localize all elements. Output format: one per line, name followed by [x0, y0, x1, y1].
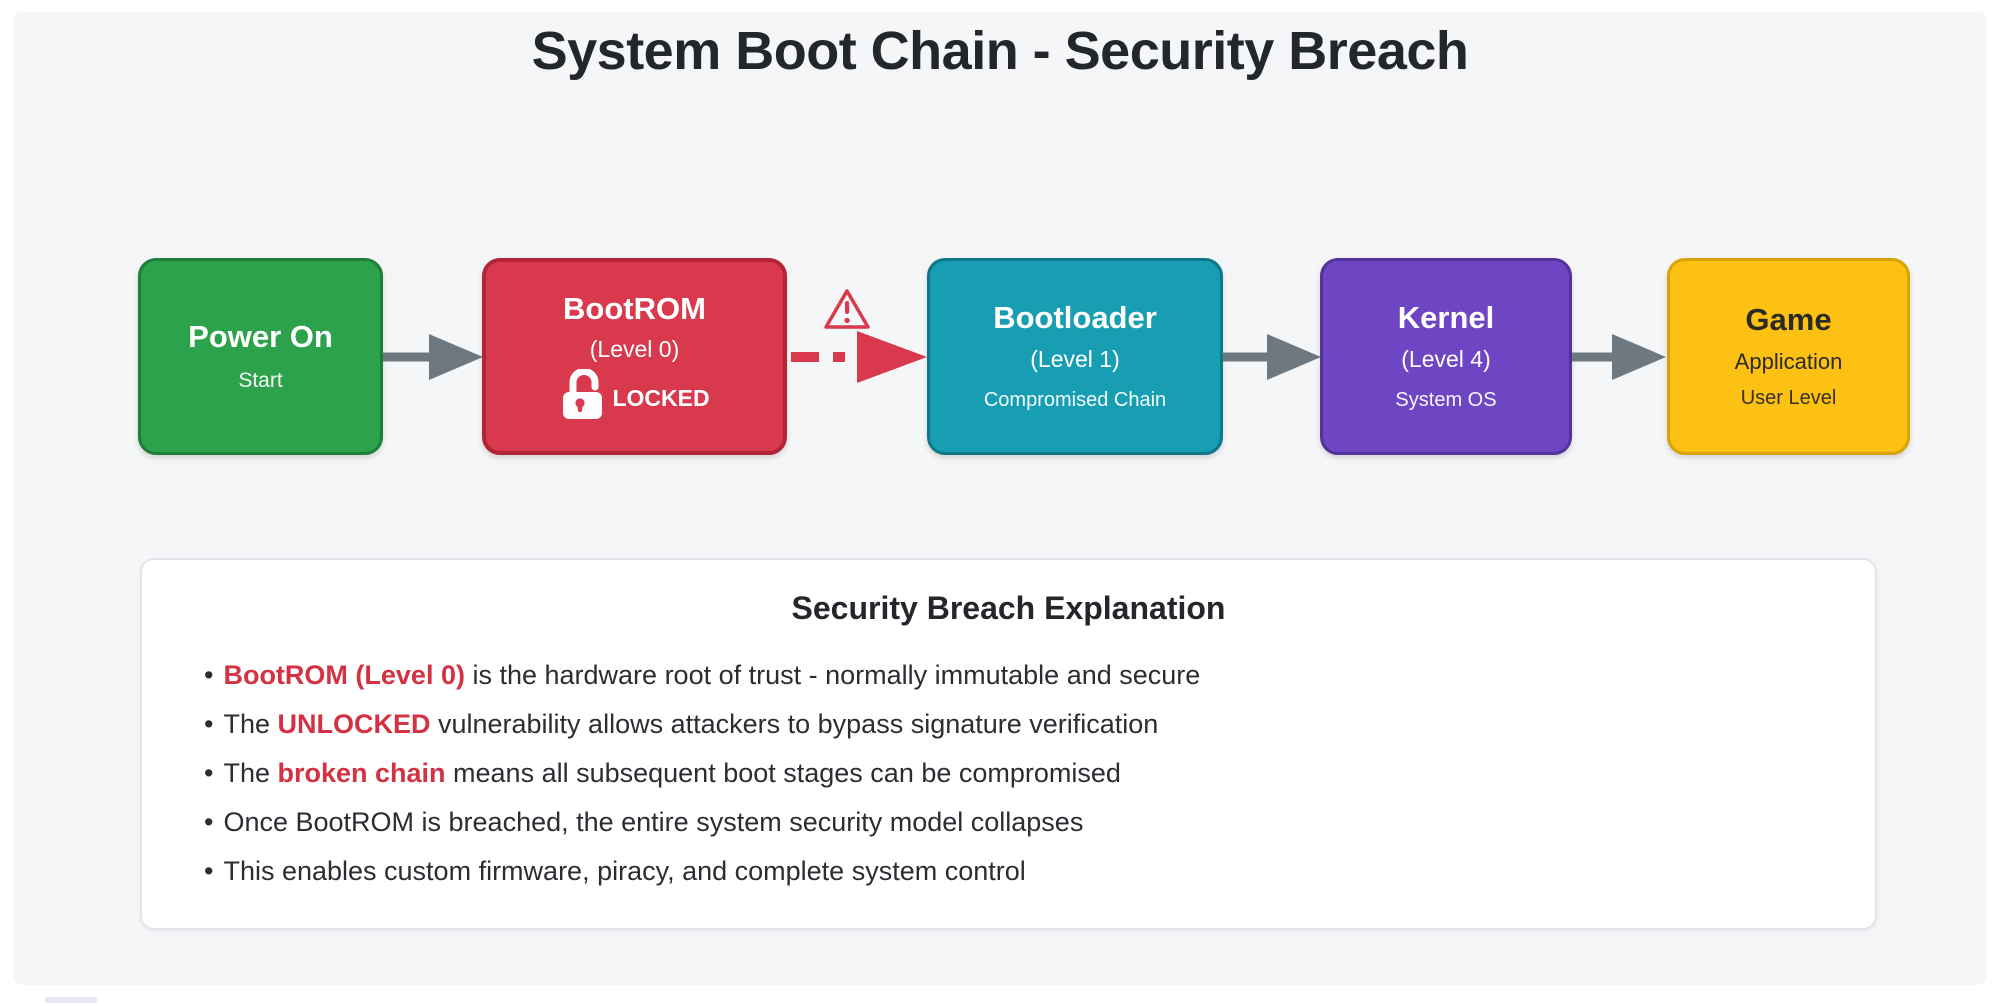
bullet-marker: •	[204, 660, 214, 690]
bullet-item: • The UNLOCKED vulnerability allows attac…	[204, 710, 1875, 738]
node-bootloader: Bootloader (Level 1) Compromised Chain	[927, 258, 1223, 455]
panel-title: Security Breach Explanation	[791, 590, 1226, 626]
bullet-item: • BootROM (Level 0) is the hardware root …	[204, 661, 1875, 689]
bullet-list: • BootROM (Level 0) is the hardware root …	[204, 661, 1875, 885]
bullet-prefix: The	[223, 709, 278, 739]
node-note: Compromised Chain	[983, 388, 1167, 411]
unlocked-status: LOCKED	[559, 369, 710, 421]
node-title: Power On	[188, 319, 333, 355]
node-kernel: Kernel (Level 4) System OS	[1320, 258, 1572, 455]
node-subtitle: (Level 4)	[1401, 345, 1491, 372]
bullet-marker: •	[204, 758, 214, 788]
bullet-prefix: Once BootROM is breached, the entire sys…	[223, 807, 1084, 837]
node-subtitle: Application	[1734, 349, 1843, 375]
node-subtitle: (Level 0)	[589, 336, 680, 363]
node-subtitle: (Level 1)	[1030, 345, 1120, 372]
bullet-prefix: The	[223, 758, 278, 788]
arrow-kernel-to-game-icon	[1572, 334, 1666, 380]
page-title: System Boot Chain - Security Breach	[531, 21, 1469, 81]
node-game: Game Application User Level	[1667, 258, 1910, 455]
bullet-marker: •	[204, 856, 214, 886]
bullet-highlight: UNLOCKED	[277, 709, 431, 739]
explanation-panel: Security Breach Explanation • BootROM (Le…	[140, 558, 1877, 930]
bullet-marker: •	[204, 807, 214, 837]
bullet-rest: vulnerability allows attackers to bypass…	[430, 709, 1159, 739]
node-title: Game	[1745, 301, 1832, 337]
node-title: BootROM	[563, 290, 706, 326]
bullet-prefix: This enables custom firmware, piracy, an…	[223, 856, 1026, 886]
lock-label: LOCKED	[612, 385, 710, 412]
arrow-power-to-bootrom-icon	[383, 334, 483, 380]
warning-triangle-icon	[824, 289, 870, 329]
bullet-rest: means all subsequent boot stages can be …	[445, 758, 1121, 788]
broken-chain-arrow-icon	[791, 331, 927, 383]
bullet-rest: is the hardware root of trust - normally…	[464, 660, 1201, 690]
node-power-on: Power On Start	[138, 258, 383, 455]
bullet-marker: •	[204, 709, 214, 739]
node-title: Kernel	[1397, 300, 1495, 336]
bullet-highlight: broken chain	[277, 758, 446, 788]
bullet-highlight: BootROM (Level 0)	[223, 660, 465, 690]
open-padlock-icon	[563, 369, 603, 420]
bullet-item: • This enables custom firmware, piracy, a…	[204, 857, 1875, 885]
bullet-item: • The broken chain means all subsequent b…	[204, 759, 1875, 787]
node-title: Bootloader	[993, 300, 1157, 336]
bullet-item: • Once BootROM is breached, the entire sy…	[204, 808, 1875, 836]
arrow-bootloader-to-kernel-icon	[1223, 334, 1321, 380]
node-note: Start	[238, 368, 283, 392]
node-note: System OS	[1395, 388, 1497, 411]
bottom-left-artifact	[45, 997, 97, 1003]
node-note: User Level	[1740, 387, 1837, 410]
node-bootrom: BootROM (Level 0) LOCKED	[482, 258, 787, 455]
